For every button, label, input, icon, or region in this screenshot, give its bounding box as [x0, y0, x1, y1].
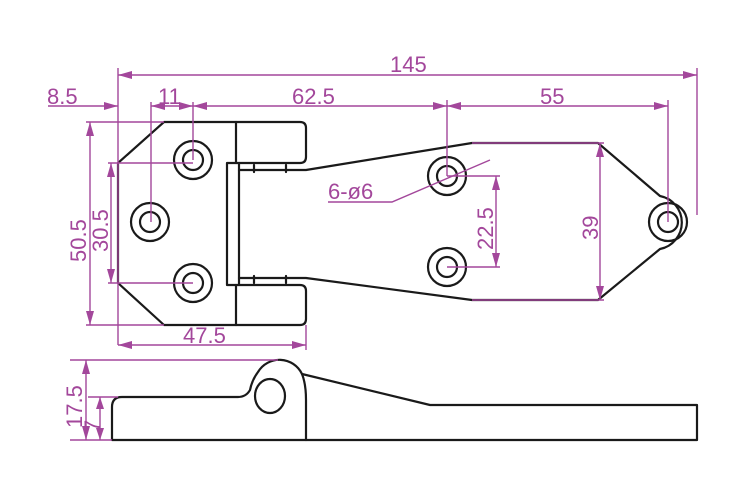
dim-7: 7	[80, 420, 105, 432]
side-profile	[110, 358, 699, 442]
knuckle-segments	[252, 163, 288, 285]
dim-8-5: 8.5	[47, 84, 78, 109]
side-view: 17.5 7	[62, 358, 699, 442]
dim-145: 145	[390, 52, 427, 77]
pin-hole	[253, 377, 287, 415]
dimension-lines	[48, 68, 698, 350]
dim-30-5: 30.5	[88, 209, 113, 252]
dim-47-5: 47.5	[183, 323, 226, 348]
dimension-labels: 145 8.5 11 62.5 55 50.5 30.5 47.5 6-ø6 2…	[47, 52, 603, 348]
dim-11: 11	[158, 84, 181, 109]
dim-22-5: 22.5	[473, 207, 498, 250]
dim-50-5: 50.5	[66, 219, 91, 262]
leaf-outline	[237, 141, 683, 302]
fixed-plate-outline	[116, 120, 308, 327]
holes-spec: 6-ø6	[328, 179, 373, 204]
dim-62-5: 62.5	[292, 84, 335, 109]
knuckle-slot	[225, 161, 241, 287]
dim-39: 39	[578, 216, 603, 240]
knuckle-side	[300, 372, 308, 442]
dim-55: 55	[540, 84, 564, 109]
mounting-holes	[129, 139, 689, 304]
dim-17-5: 17.5	[62, 385, 87, 428]
